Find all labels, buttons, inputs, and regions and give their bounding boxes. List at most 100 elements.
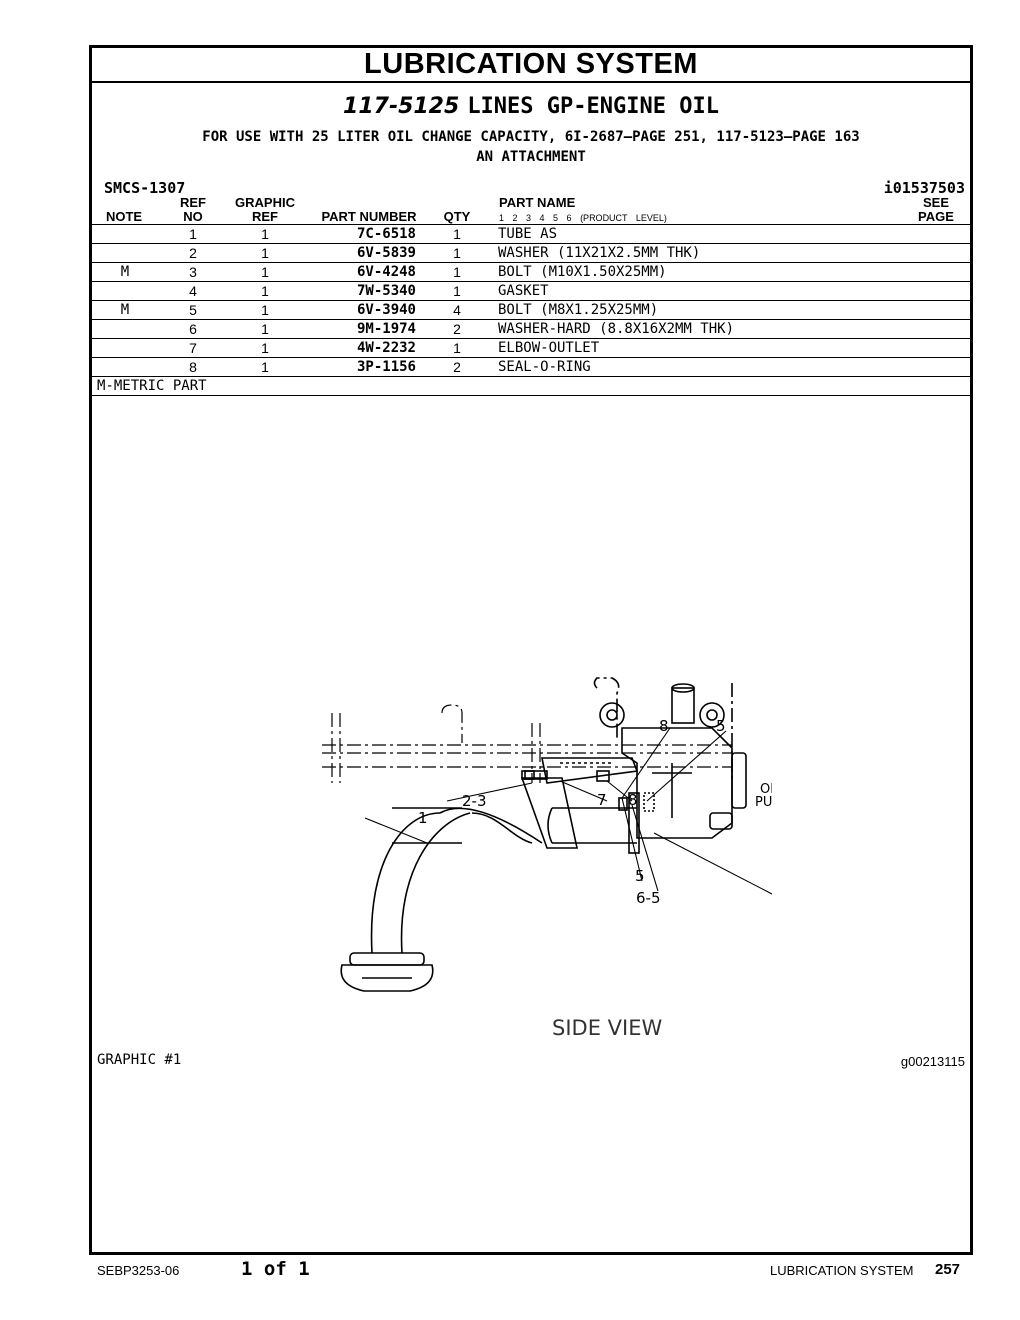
callouts: 8 5 2-3 7 8 1 5 6-5 4 OIL PUMP SIDE VIEW (418, 717, 772, 1040)
table-cell: 1 (453, 226, 461, 242)
illustration-id: i01537503 (883, 179, 965, 197)
suction-tube (340, 807, 543, 992)
reference-lines (322, 704, 732, 783)
group-header: 117-5125 LINES GP-ENGINE OIL FOR USE WITH… (92, 83, 970, 211)
table-cell: M (120, 264, 130, 280)
part-number: 6V-5839 (356, 245, 416, 261)
table-cell: 1 (453, 264, 461, 280)
parts-table-header: NOTE REF NO GRAPHIC REF PART NUMBER QTY … (92, 196, 970, 225)
pump-label: PUMP (755, 795, 772, 810)
product-levels: 1 2 3 4 5 6 (PRODUCT LEVEL) (499, 213, 667, 223)
callout-8-top: 8 (659, 717, 669, 735)
table-cell: 5 (189, 302, 197, 318)
graphic-id: g00213115 (900, 1054, 965, 1069)
section-title: LUBRICATION SYSTEM (92, 48, 970, 83)
view-label: SIDE VIEW (552, 1016, 662, 1040)
col-graphic-ref-bottom: REF (252, 209, 278, 224)
table-cell: 1 (261, 264, 269, 280)
part-name: SEAL-O-RING (498, 359, 591, 375)
callout-5-top: 5 (716, 717, 726, 735)
callout-8-mid: 8 (628, 791, 638, 809)
table-cell: 1 (453, 340, 461, 356)
table-row: 4 1 7W-5340 1 GASKET (92, 282, 970, 301)
metric-note-row: M-METRIC PART (92, 377, 970, 396)
footer-section: LUBRICATION SYSTEM (770, 1263, 914, 1278)
col-note: NOTE (105, 209, 143, 224)
group-name: LINES GP-ENGINE OIL (467, 94, 719, 119)
table-cell: 1 (261, 245, 269, 261)
callout-2-3: 2-3 (462, 792, 487, 810)
bracket (520, 757, 639, 849)
group-title: 117-5125 LINES GP-ENGINE OIL (92, 93, 970, 119)
col-graphic-ref-top: GRAPHIC (235, 195, 295, 210)
col-see-page-top: SEE (922, 195, 949, 210)
leader-lines (364, 727, 772, 895)
table-cell: M (120, 302, 130, 318)
callout-1: 1 (418, 809, 428, 827)
table-cell: 1 (261, 321, 269, 337)
graphic-label: GRAPHIC #1 (97, 1052, 182, 1068)
table-cell: 2 (453, 321, 461, 337)
part-name: WASHER (11X21X2.5MM THK) (498, 245, 701, 261)
page-of-count: 1 of 1 (241, 1258, 310, 1280)
table-cell: 7 (189, 340, 197, 356)
callout-5-bottom: 5 (635, 867, 645, 885)
part-name: TUBE AS (498, 226, 558, 242)
table-cell: 1 (261, 283, 269, 299)
parts-illustration: 8 5 2-3 7 8 1 5 6-5 4 OIL PUMP SIDE VIEW (322, 677, 772, 1040)
part-number: 4W-2232 (356, 340, 416, 356)
col-part-name: PART NAME (499, 195, 576, 210)
col-see-page-bottom: PAGE (918, 209, 954, 224)
part-name: BOLT (M8X1.25X25MM) (498, 302, 659, 318)
table-row: 1 1 7C-6518 1 TUBE AS (92, 225, 970, 244)
table-row: 7 1 4W-2232 1 ELBOW-OUTLET (92, 339, 970, 358)
table-cell: 3 (189, 264, 197, 280)
part-number: 6V-4248 (356, 264, 416, 280)
col-ref-top: REF (180, 195, 206, 210)
part-name: ELBOW-OUTLET (498, 340, 600, 356)
metric-note: M-METRIC PART (97, 378, 207, 394)
part-number: 7C-6518 (356, 226, 416, 242)
table-cell: 1 (261, 359, 269, 375)
col-part-number: PART NUMBER (321, 209, 417, 224)
table-row: M 3 1 6V-4248 1 BOLT (M10X1.50X25MM) (92, 263, 970, 282)
table-cell: 4 (453, 302, 461, 318)
table-cell: 1 (189, 226, 197, 242)
col-qty: QTY (443, 209, 471, 224)
usage-line-2: AN ATTACHMENT (476, 149, 586, 165)
part-number: 9M-1974 (356, 321, 416, 337)
table-cell: 4 (189, 283, 197, 299)
cross-tube (392, 792, 655, 854)
part-name: GASKET (498, 283, 549, 299)
page-number: 257 (935, 1261, 961, 1278)
table-row: M 5 1 6V-3940 4 BOLT (M8X1.25X25MM) (92, 301, 970, 320)
table-cell: 1 (261, 340, 269, 356)
col-ref-bottom: NO (183, 209, 203, 224)
page-frame: LUBRICATION SYSTEM 117-5125 LINES GP-ENGI… (89, 45, 973, 1255)
smcs-code: SMCS-1307 (104, 179, 186, 197)
callout-7: 7 (597, 791, 607, 809)
table-cell: 1 (261, 226, 269, 242)
table-row: 6 1 9M-1974 2 WASHER-HARD (8.8X16X2MM THK) (92, 320, 970, 339)
part-name: BOLT (M10X1.50X25MM) (498, 264, 667, 280)
engine-block (593, 677, 747, 839)
table-cell: 1 (453, 283, 461, 299)
usage-line-1: FOR USE WITH 25 LITER OIL CHANGE CAPACIT… (202, 129, 860, 145)
part-number: 3P-1156 (356, 359, 416, 375)
table-cell: 2 (453, 359, 461, 375)
table-cell: 6 (189, 321, 197, 337)
table-row: 2 1 6V-5839 1 WASHER (11X21X2.5MM THK) (92, 244, 970, 263)
callout-6-5: 6-5 (636, 889, 661, 907)
part-name: WASHER-HARD (8.8X16X2MM THK) (498, 321, 735, 337)
table-cell: 1 (453, 245, 461, 261)
part-number: 7W-5340 (356, 283, 416, 299)
part-number: 6V-3940 (356, 302, 416, 318)
oil-label: OIL (760, 782, 772, 797)
table-cell: 1 (261, 302, 269, 318)
table-cell: 2 (189, 245, 197, 261)
table-row: 8 1 3P-1156 2 SEAL-O-RING (92, 358, 970, 377)
group-number: 117-5125 (343, 94, 460, 119)
document-number: SEBP3253-06 (97, 1263, 180, 1278)
table-cell: 8 (189, 359, 197, 375)
